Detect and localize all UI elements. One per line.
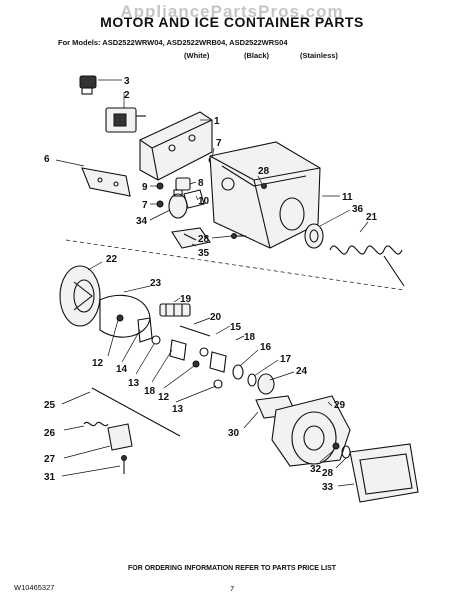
callout-13b: 13 [172,404,184,415]
callout-23: 23 [150,278,162,289]
callout-18a: 18 [244,332,256,343]
part-motor-cover-33 [349,443,419,503]
part-auger-22 [59,265,101,327]
part-blade-18b [209,351,227,373]
part-connector-3 [79,75,97,95]
callout-18b: 18 [144,386,156,397]
callout-10: 10 [198,196,210,207]
variant-white: (White) [184,51,210,60]
part-lamp-cover-35 [171,227,211,249]
callout-22: 22 [106,254,118,265]
page-number: 7 [230,584,235,593]
callout-7a: 7 [216,138,222,149]
models-line: For Models: ASD2522WRW04, ASD2522WRB04, … [58,38,288,47]
part-screw-28a [261,183,267,189]
part-screw-31 [332,442,340,450]
callout-30: 30 [228,428,240,439]
callout-8: 8 [198,178,204,189]
part-spacer-12b [192,360,200,368]
callout-13a: 13 [128,378,140,389]
part-washer-17 [247,373,257,387]
callout-33: 33 [322,482,334,493]
callout-14: 14 [116,364,128,375]
callout-19: 19 [180,294,192,305]
variant-stainless: (Stainless) [300,51,338,60]
callout-29: 29 [334,400,346,411]
callout-1: 1 [214,116,220,127]
part-coupler-24 [257,373,275,395]
callout-7b: 7 [142,200,148,211]
document-id: W10465327 [14,583,55,592]
callout-11: 11 [342,192,353,203]
part-motor-29 [271,395,351,467]
callout-36: 36 [352,204,364,215]
callout-21: 21 [366,212,378,223]
ordering-note: FOR ORDERING INFORMATION REFER TO PARTS … [127,565,337,572]
callout-24: 24 [296,366,308,377]
callout-32: 28 [322,468,334,479]
part-ring-16 [232,364,244,380]
part-nut-15 [199,347,209,357]
part-crusher-19 [159,303,191,317]
part-blade-18a [169,339,187,361]
assembly-line [65,239,405,291]
callout-15: 15 [230,322,242,333]
part-socket-8 [175,177,191,191]
part-bearing-36 [304,223,324,249]
part-washer-13b [213,379,223,389]
callout-3: 3 [124,76,130,87]
part-switch-2 [105,107,146,133]
callout-28c: 31 [44,472,56,483]
callout-34: 34 [136,216,148,227]
callout-6: 6 [44,154,50,165]
diagram-title: MOTOR AND ICE CONTAINER PARTS [100,14,364,30]
callout-numbers: 3 2 1 7 6 9 8 28 11 36 21 7 10 34 28 35 … [44,76,378,493]
callout-12a: 12 [92,358,104,369]
part-ice-container-11 [209,141,321,249]
variant-black: (Black) [244,51,270,60]
part-spring-26 [83,421,109,427]
part-housing-1 [139,111,213,181]
callout-28a: 28 [258,166,270,177]
part-blade-14 [137,317,153,343]
part-lamp-34 [168,189,188,219]
part-screw-28c [121,455,127,474]
callout-9: 9 [142,182,148,193]
callout-2: 2 [124,90,130,101]
part-spring-21 [329,245,405,287]
part-rod-25 [91,387,181,437]
callout-20: 20 [210,312,222,323]
part-cover-10 [183,189,205,209]
part-bracket-6 [81,167,131,197]
callout-35: 35 [198,248,210,259]
part-washer-13a [151,335,161,345]
callout-17: 17 [280,354,292,365]
watermark: AppliancePartsPros.com [120,2,344,21]
callout-25: 25 [44,400,56,411]
callout-28b: 28 [198,234,210,245]
callout-12b: 12 [158,392,170,403]
callout-26: 26 [44,428,56,439]
callout-31: 32 [310,464,322,475]
callout-16: 16 [260,342,272,353]
part-spacer-12a [116,314,124,322]
leader-lines [55,79,369,487]
part-blade-23 [99,294,151,338]
callout-27: 27 [44,454,56,465]
part-shaft-20 [179,325,211,337]
part-plate-27 [107,423,133,451]
